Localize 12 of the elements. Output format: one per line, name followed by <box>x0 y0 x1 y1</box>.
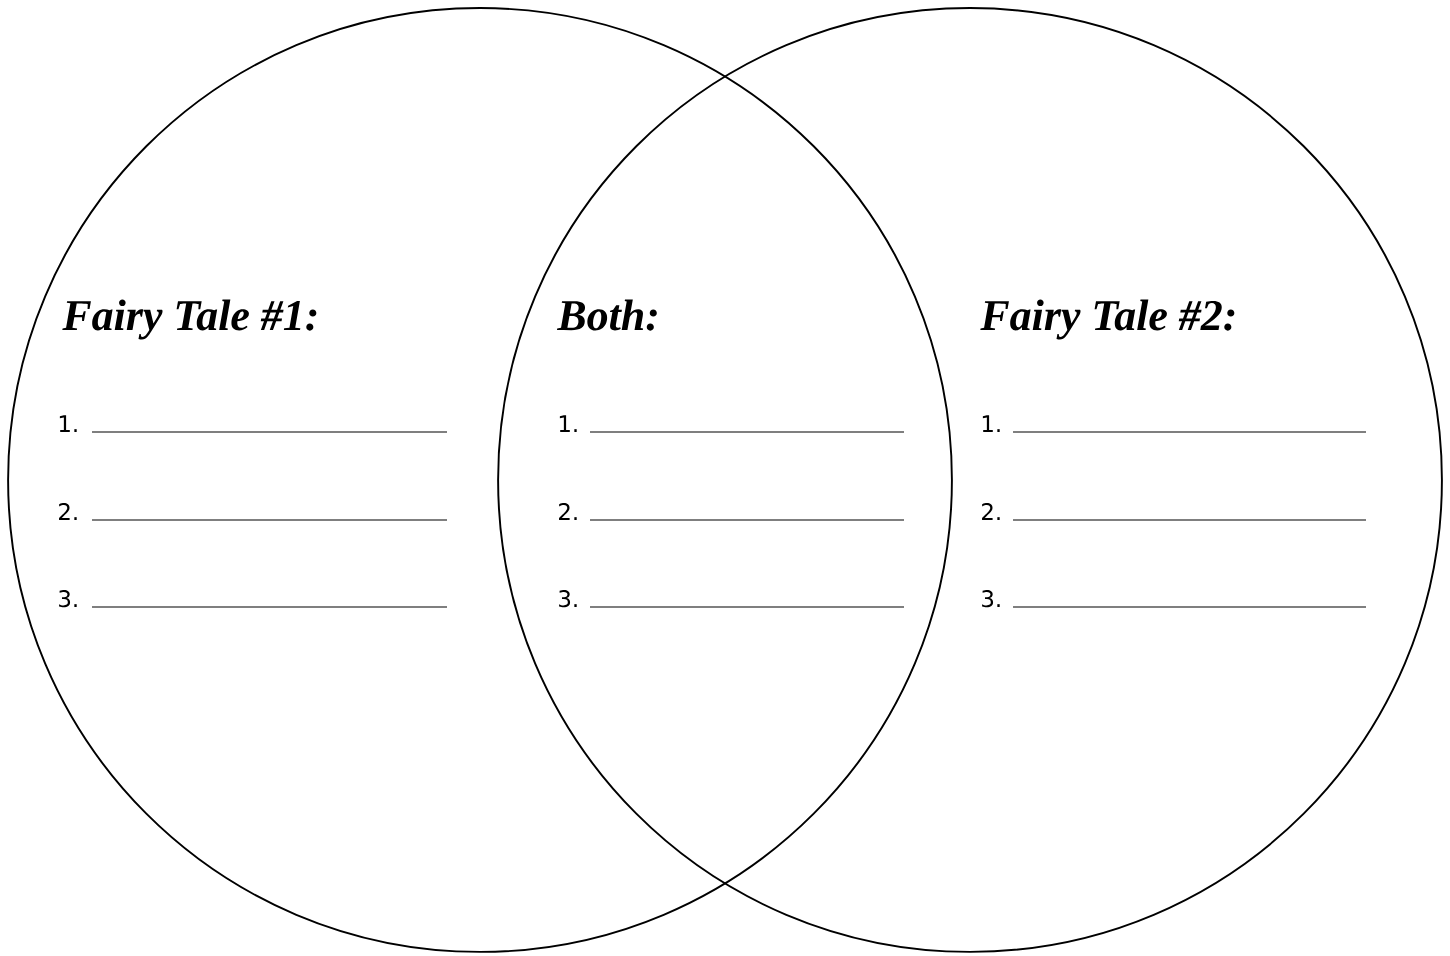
item-number: 1. <box>59 415 77 432</box>
item-number: 2. <box>59 503 77 520</box>
heading: Fairy Tale #1: <box>62 299 317 340</box>
heading: Fairy Tale #2: <box>980 299 1235 340</box>
item-number: 2. <box>559 503 577 520</box>
item-number: 3. <box>59 590 77 608</box>
item-number: 2. <box>982 503 1000 520</box>
item-number: 3. <box>559 590 577 608</box>
item-number: 1. <box>559 415 577 432</box>
heading: Both: <box>556 299 657 331</box>
item-number: 1. <box>982 415 1000 432</box>
item-number: 3. <box>982 590 1000 608</box>
